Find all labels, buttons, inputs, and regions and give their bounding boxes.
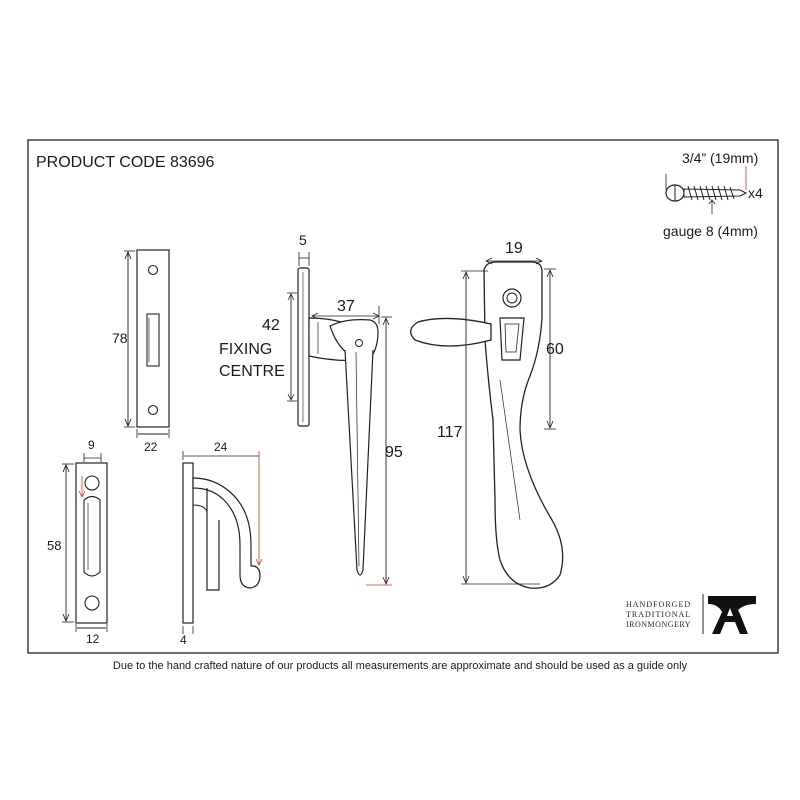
receiver-plate: 9 58 12 <box>47 438 108 646</box>
receiver-height-dim: 58 <box>47 538 61 553</box>
brand-line3: IRONMONGERY <box>626 620 691 629</box>
screw-gauge-label: gauge 8 (4mm) <box>663 223 758 239</box>
screw-length-label: 3/4” (19mm) <box>682 150 758 166</box>
keep-height-dim: 78 <box>112 330 128 346</box>
reach-dim: 37 <box>337 298 355 315</box>
arm-length-dim: 95 <box>385 444 403 461</box>
fastener-front-view: 19 60 117 <box>410 240 564 589</box>
fixing-label-line2: CENTRE <box>219 363 285 380</box>
hook-side-view: 24 4 <box>180 440 263 647</box>
screw-illustration: 3/4” (19mm) x4 gauge 8 (4mm) <box>663 150 763 239</box>
anvil-logo-icon <box>708 596 756 634</box>
keep-plate: 78 22 <box>112 249 170 454</box>
fixing-height-dim: 42 <box>262 317 280 334</box>
fixing-label-line1: FIXING <box>219 341 272 358</box>
keep-width-dim: 22 <box>144 440 158 454</box>
receiver-bottom-width-dim: 12 <box>86 632 100 646</box>
brand-line2: TRADITIONAL <box>626 610 691 619</box>
plate-thickness-dim: 5 <box>299 232 307 248</box>
hook-thickness-dim: 4 <box>180 633 187 647</box>
front-width-dim: 19 <box>505 240 523 257</box>
hook-projection-dim: 24 <box>214 440 228 454</box>
product-code: PRODUCT CODE 83696 <box>36 154 215 171</box>
fastener-side-view: 5 37 42 FIXING CENTRE 95 <box>219 232 403 586</box>
total-height-dim: 117 <box>437 424 463 441</box>
screw-quantity: x4 <box>748 185 763 201</box>
backplate-height-dim: 60 <box>546 341 564 358</box>
brand-block: HANDFORGED TRADITIONAL IRONMONGERY <box>626 594 756 634</box>
footer-disclaimer: Due to the hand crafted nature of our pr… <box>113 660 688 672</box>
brand-line1: HANDFORGED <box>626 600 691 609</box>
drawing-frame <box>27 139 779 654</box>
receiver-top-width-dim: 9 <box>88 438 95 452</box>
